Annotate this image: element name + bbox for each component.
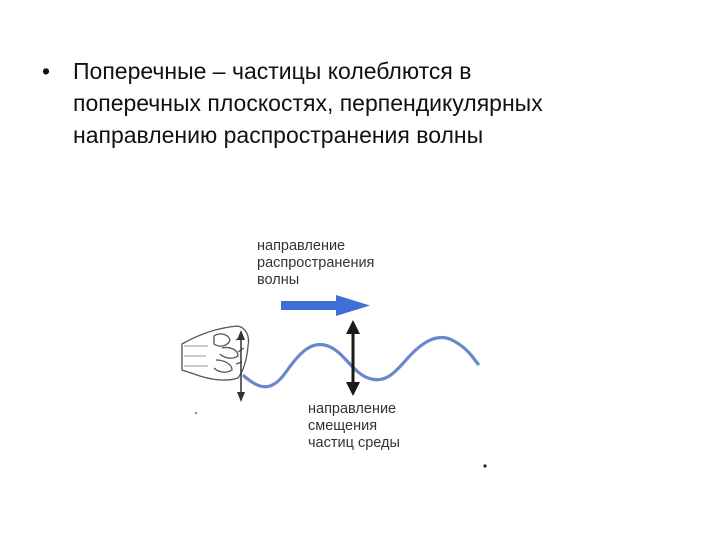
wave-line — [242, 335, 480, 389]
displacement-label-line-1: направление — [308, 401, 397, 417]
hand-oscillation-arrow — [237, 330, 245, 402]
bullet-line-2: поперечных плоскостях, перпендикулярных — [73, 90, 543, 116]
speck-mark — [483, 464, 487, 468]
bullet-text: Поперечные – частицы колеблются в попере… — [73, 55, 682, 151]
bullet-item: • Поперечные – частицы колеблются в попе… — [42, 55, 682, 151]
displacement-label-line-3: частиц среды — [308, 435, 400, 451]
displacement-label-line-2: смещения — [308, 418, 378, 434]
speck-mark — [194, 411, 198, 415]
propagation-label: направление распространения волны — [257, 238, 374, 289]
bullet-marker: • — [42, 58, 51, 84]
propagation-arrow — [281, 295, 370, 316]
propagation-label-line-1: направление — [257, 238, 346, 254]
propagation-label-line-2: распространения — [257, 255, 375, 271]
propagation-label-line-3: волны — [257, 272, 300, 288]
displacement-label: направление смещения частиц среды — [308, 401, 400, 452]
bullet-line-3: направлению распространения волны — [73, 122, 484, 148]
bullet-line-1: Поперечные – частицы колеблются в — [73, 58, 472, 84]
displacement-arrow — [346, 320, 360, 396]
hand-icon — [181, 325, 250, 381]
